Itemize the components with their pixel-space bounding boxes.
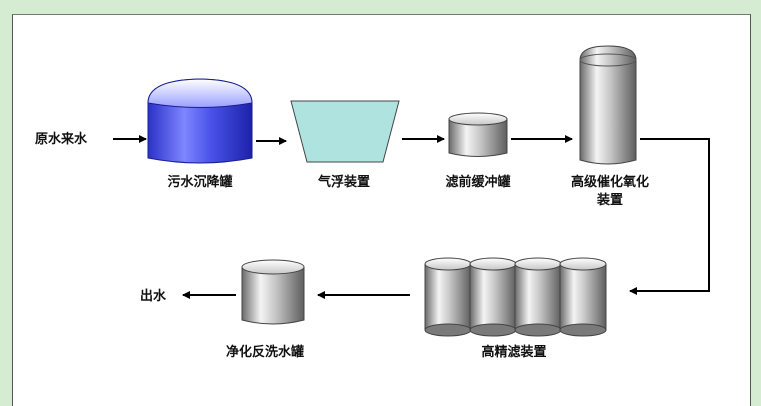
pre-filter-buffer-tank — [448, 112, 508, 157]
input-label: 原水来水 — [35, 131, 88, 147]
arrow-oxidation-to-fine-filter — [629, 138, 710, 295]
oxidation-unit-label-line1: 高级催化氧化 — [571, 174, 649, 190]
fine-filter-unit — [424, 257, 607, 337]
pre-filter-buffer-tank-label: 滤前缓冲罐 — [445, 174, 510, 190]
fine-filter-cylinder-4 — [559, 257, 607, 337]
oxidation-unit-label-line2: 装置 — [596, 192, 623, 208]
backwash-tank-label: 净化反洗水罐 — [226, 344, 304, 360]
fine-filter-cylinder-2 — [469, 257, 517, 337]
flotation-unit-label: 气浮装置 — [318, 174, 370, 190]
fine-filter-cylinder-1 — [424, 257, 472, 337]
sedimentation-tank — [147, 78, 253, 164]
sedimentation-tank-label: 污水沉降罐 — [167, 174, 232, 190]
fine-filter-unit-label: 高精滤装置 — [481, 344, 546, 360]
backwash-tank — [241, 259, 305, 325]
flotation-unit — [290, 100, 400, 163]
fine-filter-cylinder-3 — [514, 257, 562, 337]
oxidation-unit — [579, 45, 637, 165]
output-label: 出水 — [140, 288, 167, 304]
